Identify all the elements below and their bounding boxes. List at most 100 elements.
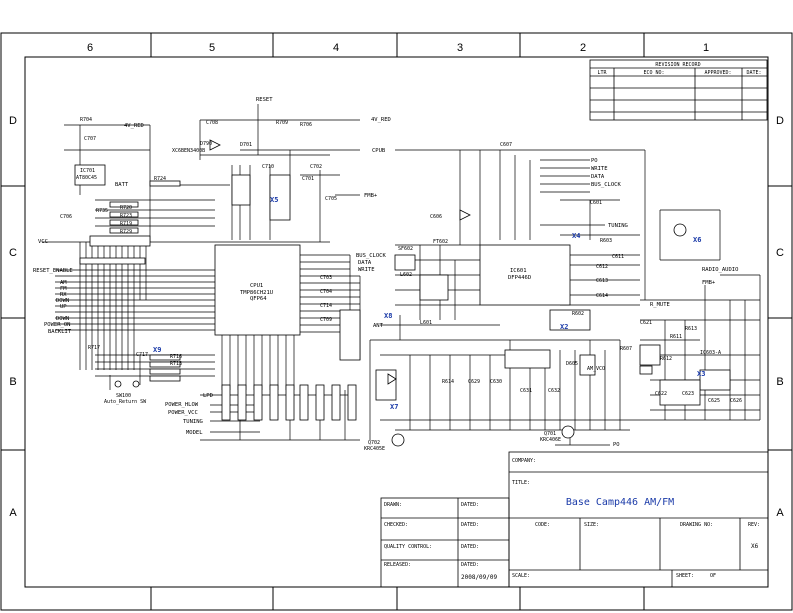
net-bus-clock: BUS_CLOCK <box>356 253 386 259</box>
ic601-part: DFP446D <box>508 275 531 281</box>
net-fmb: FMB+ <box>364 193 378 199</box>
ic701-ref: IC701 <box>80 168 95 174</box>
net-write: WRITE <box>591 166 608 172</box>
net-4v-red: 4V_RED <box>371 117 391 123</box>
component-ref: C632 <box>548 388 560 394</box>
scale-label: SCALE: <box>512 573 530 579</box>
component-ref: R607 <box>620 346 632 352</box>
revision-col-ltr: LTR <box>597 70 607 76</box>
release-date: 2008/09/09 <box>461 574 498 581</box>
component-ref: C701 <box>302 176 314 182</box>
column-label: 5 <box>209 42 215 54</box>
column-label: 1 <box>703 42 709 54</box>
revision-col-approved: APPROVED: <box>704 70 731 76</box>
q701-ref: Q701 <box>544 431 556 437</box>
revision-heading: REVISION RECORD <box>655 62 700 68</box>
row-label: B <box>776 376 783 388</box>
input-rx: RX <box>60 292 67 298</box>
row-label: A <box>9 507 17 519</box>
component-ref: R713 <box>170 361 182 367</box>
regulator-chip <box>74 164 106 186</box>
revision-col-eco: ECO NO: <box>643 70 664 76</box>
d790-ref: D790 <box>200 141 212 147</box>
net-vcc: VCC <box>38 239 48 245</box>
row-label: D <box>9 115 17 127</box>
code-label: CODE: <box>535 522 550 528</box>
am-vco: AM_VCO <box>587 366 605 372</box>
component-ref: C613 <box>596 278 608 284</box>
section-markers: X6 X3 X2 X4 X8 X5 X9 X7 <box>153 196 705 411</box>
quality-label: QUALITY CONTROL: <box>384 544 432 550</box>
component-ref: C703 <box>320 275 332 281</box>
row-label: D <box>776 115 784 127</box>
net-ant: ANT <box>373 323 384 329</box>
sw100-name: Auto_Return SW <box>104 399 147 405</box>
sw100-ref: SW100 <box>116 393 131 399</box>
q702-ref: Q702 <box>368 440 380 446</box>
component-ref: R723 <box>120 213 132 219</box>
circuit-wiring <box>42 104 761 446</box>
column-label: 2 <box>580 42 586 54</box>
input-reset-enable: RESET_ENABLE <box>33 268 73 274</box>
component-ref: C601 <box>590 200 602 206</box>
dated-label: DATED: <box>461 502 479 508</box>
q701-part: KRC406E <box>540 437 561 443</box>
label-power-hlow: POWER_HLOW <box>165 402 199 408</box>
net-tuning: TUNING <box>608 223 628 229</box>
row-label: A <box>776 507 784 519</box>
component-ref: R613 <box>685 326 697 332</box>
component-ref: C710 <box>262 164 274 170</box>
net-po: PO <box>591 158 598 164</box>
circuit-components <box>74 139 731 447</box>
zone-labels: 6 5 4 3 2 1 D C B A D C B A <box>9 42 784 519</box>
revision-table: REVISION RECORD LTR ECO NO: APPROVED: DA… <box>589 59 768 121</box>
component-ref: R602 <box>572 311 584 317</box>
component-ref: R611 <box>670 334 682 340</box>
component-ref: FT602 <box>433 239 448 245</box>
net-labels: RESET 4V_RED 4V_RED BATT VCC CPUB FMB+ F… <box>33 97 738 448</box>
ic603-ref: IC603-A <box>700 350 721 356</box>
marker-x2: X2 <box>560 323 568 331</box>
net-data: DATA <box>358 260 372 266</box>
component-ref: C621 <box>640 320 652 326</box>
component-ref: C709 <box>320 317 332 323</box>
component-ref: D701 <box>240 142 252 148</box>
component-ref: SF602 <box>398 246 413 252</box>
rev-label: REV: <box>748 522 760 528</box>
label-tuning: TUNING <box>183 419 203 425</box>
d790-part: XC6BEN3400B <box>172 148 205 154</box>
net-batt: BATT <box>115 182 129 188</box>
q702-part: KRC405E <box>364 446 385 452</box>
marker-x5: X5 <box>270 196 278 204</box>
component-ref: R735 <box>96 208 108 214</box>
net-r-mute: R_MUTE <box>650 302 670 308</box>
component-ref: R612 <box>660 356 672 362</box>
cpu-part: TMP86CH21U <box>240 290 273 296</box>
input-down: DOWN <box>56 298 69 304</box>
drawing-title: Base Camp446 AM/FM <box>566 497 674 508</box>
component-ref: C611 <box>612 254 624 260</box>
component-ref: C623 <box>682 391 694 397</box>
component-ref: L602 <box>400 272 412 278</box>
dated-label: DATED: <box>461 562 479 568</box>
component-ref: C706 <box>60 214 72 220</box>
component-ref: R614 <box>442 379 454 385</box>
company-label: COMPANY: <box>512 458 536 464</box>
cpu-ref: CPU1 <box>250 283 263 289</box>
marker-x6: X6 <box>693 236 701 244</box>
net-bus-clock: BUS_CLOCK <box>591 182 621 188</box>
component-ref: R704 <box>80 117 92 123</box>
drawn-label: DRAWN: <box>384 502 402 508</box>
net-cpub: CPUB <box>372 148 386 154</box>
net-po: PO <box>613 442 620 448</box>
checked-label: CHECKED: <box>384 522 408 528</box>
tuner-chip <box>479 244 571 306</box>
row-label: C <box>9 247 17 259</box>
rev-value: X6 <box>751 543 759 550</box>
component-ref: R709 <box>276 120 288 126</box>
ic601-ref: IC601 <box>510 268 527 274</box>
component-ref: C705 <box>325 196 337 202</box>
column-label: 4 <box>333 42 339 54</box>
row-label: C <box>776 247 784 259</box>
component-ref: R719 <box>120 221 132 227</box>
